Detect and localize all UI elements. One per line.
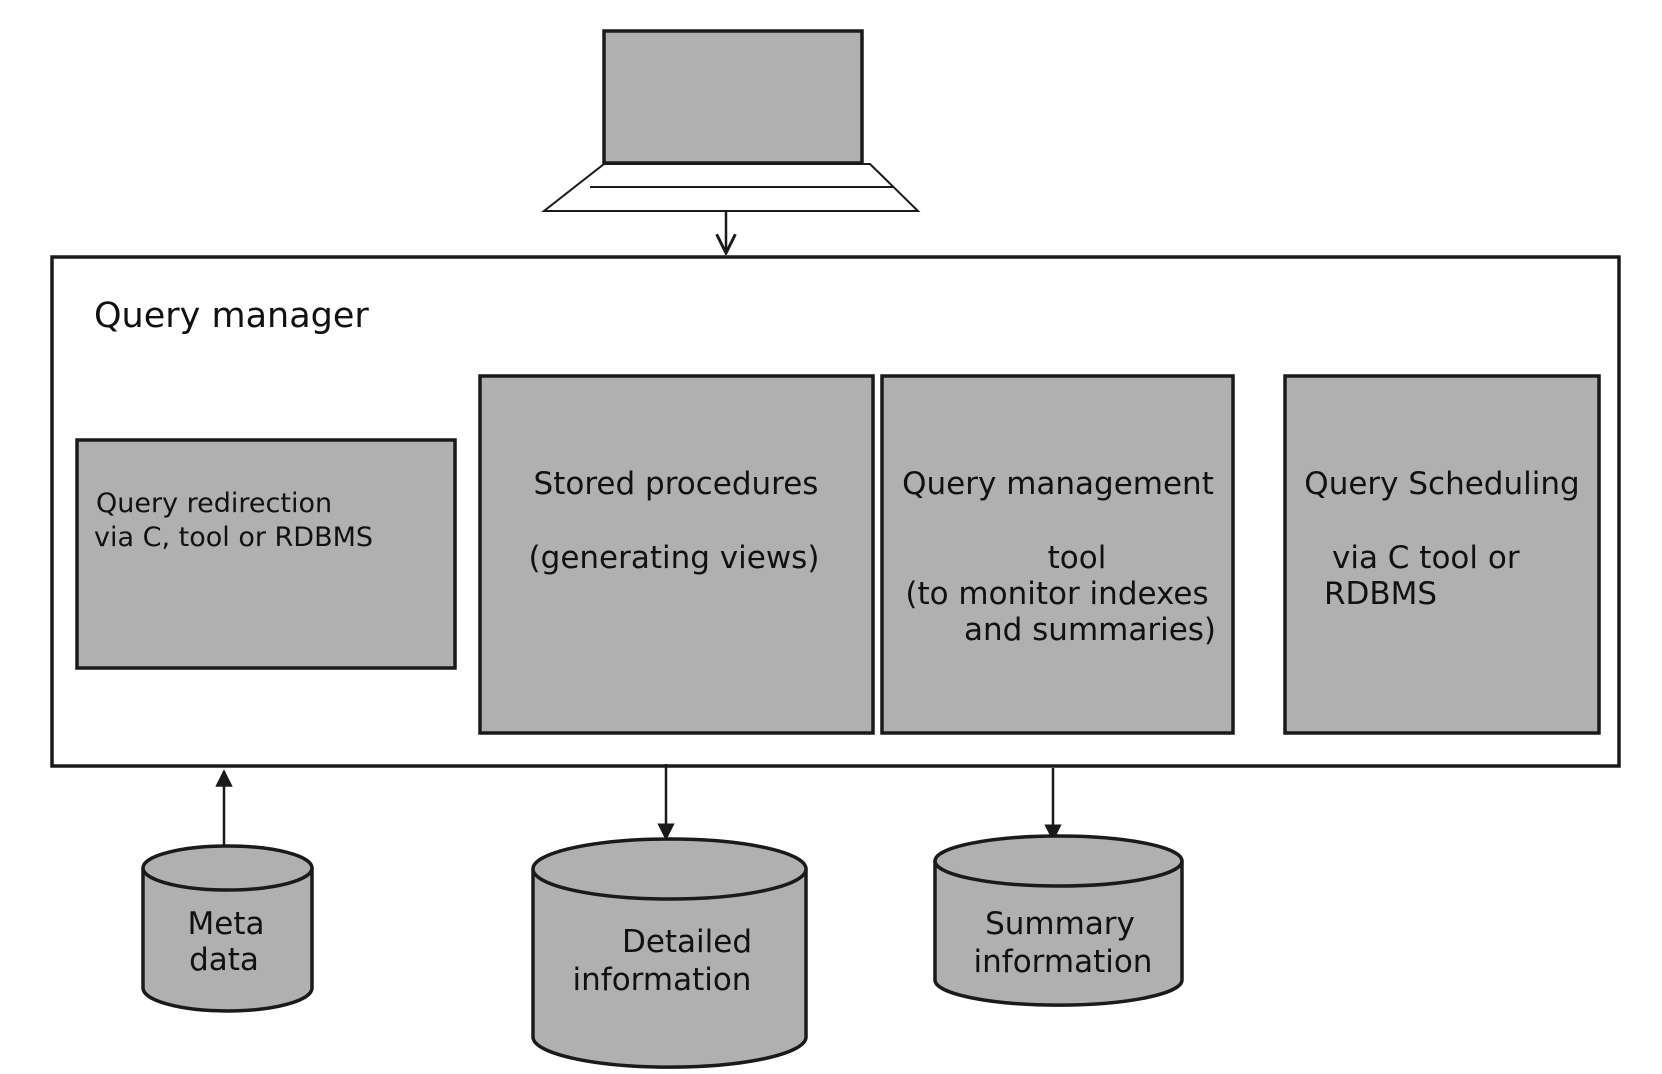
meta-data-label-2: data (189, 942, 259, 978)
summary-information-label-2: information (974, 944, 1153, 980)
laptop-icon (541, 29, 921, 212)
query-scheduling-label-2: via C tool or (1332, 540, 1520, 576)
query-redirection-label-2: via C, tool or RDBMS (94, 522, 373, 553)
query-management-label-3: (to monitor indexes (905, 576, 1208, 612)
query-management-tool-box: Query management tool (to monitor indexe… (880, 374, 1235, 735)
query-redirection-label-1: Query redirection (96, 488, 332, 519)
stored-procedures-label-1: Stored procedures (534, 466, 819, 502)
query-scheduling-label-1: Query Scheduling (1304, 466, 1579, 502)
query-management-label-4: and summaries) (964, 612, 1216, 648)
stored-procedures-label-2: (generating views) (529, 540, 820, 576)
detailed-information-label-2: information (573, 962, 752, 998)
query-redirection-box: Query redirection via C, tool or RDBMS (75, 438, 457, 670)
query-scheduling-label-3: RDBMS (1324, 576, 1437, 612)
laptop-screen (602, 29, 864, 165)
query-management-label-1: Query management (902, 466, 1214, 502)
query-manager-title: Query manager (94, 296, 369, 336)
detailed-information-store: Detailed information (531, 837, 808, 1069)
stored-procedures-box: Stored procedures (generating views) (478, 374, 875, 735)
summary-information-store: Summary information (933, 834, 1184, 1007)
detailed-information-label-1: Detailed (622, 924, 752, 960)
summary-information-label-1: Summary (985, 906, 1135, 942)
meta-data-label-1: Meta (188, 906, 265, 942)
meta-data-store: Meta data (141, 844, 314, 1013)
query-scheduling-box: Query Scheduling via C tool or RDBMS (1283, 374, 1601, 735)
query-management-label-2: tool (1048, 540, 1107, 576)
